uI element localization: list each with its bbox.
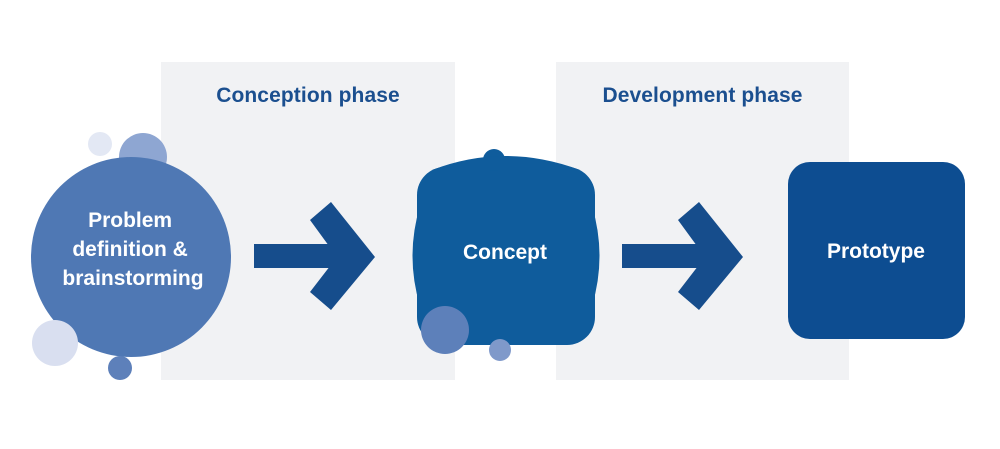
arrow-right-icon (254, 202, 375, 310)
arrow-right-icon (622, 202, 743, 310)
decorative-bubble (108, 356, 132, 380)
concept-node (412, 149, 600, 345)
prototype-label: Prototype (827, 240, 925, 263)
problem-definition-label: Problem definition & brainstorming (62, 209, 203, 290)
prototype-node (788, 162, 965, 339)
conception-phase-title: Conception phase (216, 84, 400, 107)
problem-definition-node (31, 157, 231, 357)
decorative-bubble (32, 320, 78, 366)
concept-label: Concept (463, 241, 547, 264)
decorative-bubble (88, 132, 112, 156)
development-phase-title: Development phase (602, 84, 803, 107)
decorative-bubble (421, 306, 469, 354)
decorative-bubble (489, 339, 511, 361)
